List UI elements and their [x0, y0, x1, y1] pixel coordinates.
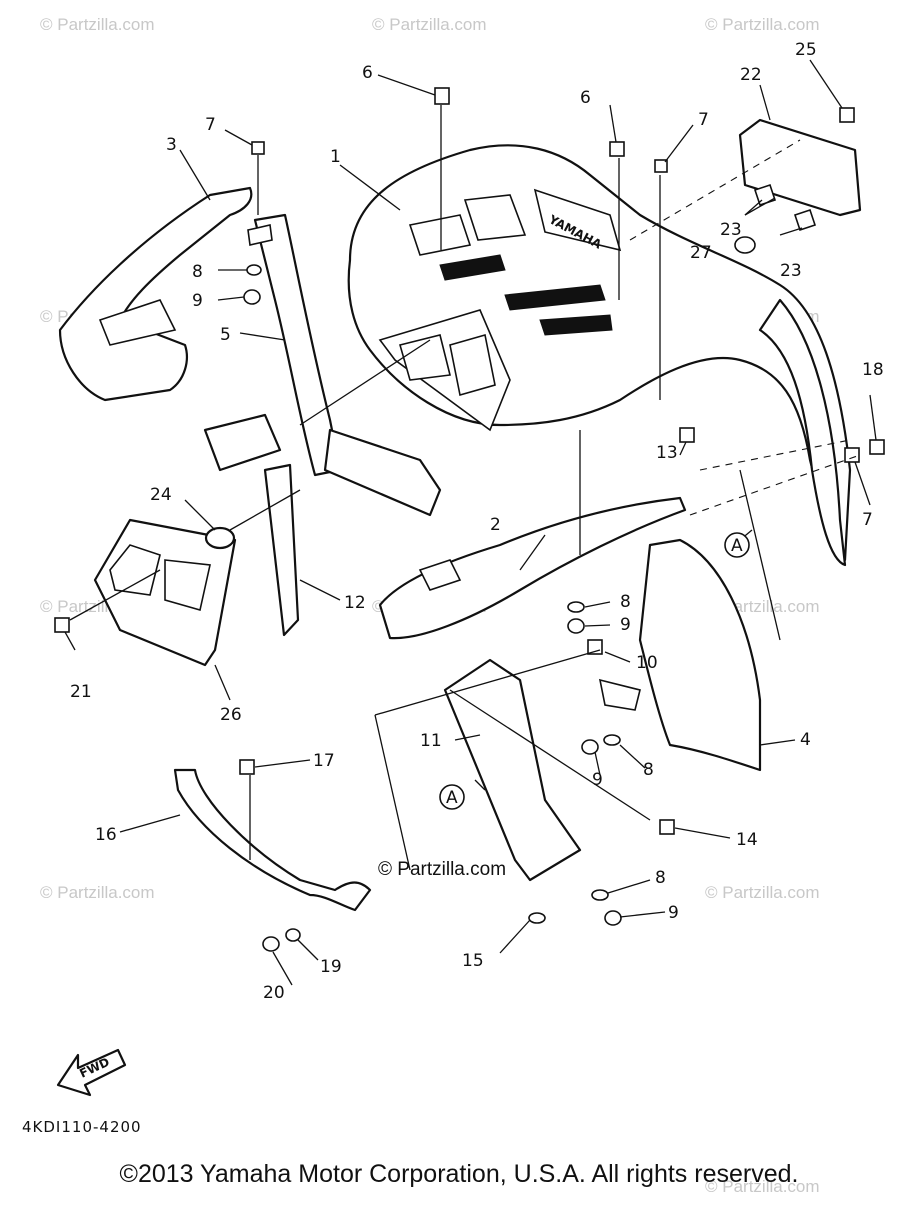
callout-labels: 1 2 3 4 5 6 6 7 7 7 8 8 8 8 9 9 9 9 10 1… — [70, 40, 884, 1003]
part-3-side-panel — [58, 186, 253, 402]
part-4-side-panel — [598, 538, 762, 772]
callout-label: 7 — [205, 115, 216, 135]
part-1-front-fender: YAMAHA — [347, 144, 852, 567]
watermark: © Partzilla.com — [705, 883, 820, 902]
callout-label: 10 — [636, 653, 658, 673]
callout-label: 24 — [150, 485, 172, 505]
part-2-lower-guard — [378, 496, 687, 640]
callout-label: 14 — [736, 830, 758, 850]
callout-label: 9 — [192, 291, 203, 311]
callout-label: 18 — [862, 360, 884, 380]
callout-label: 11 — [420, 731, 442, 751]
callout-label: 9 — [668, 903, 679, 923]
callout-label: 8 — [620, 592, 631, 612]
reference-letter: A — [446, 788, 458, 808]
reference-letter: A — [731, 536, 743, 556]
callout-label: 20 — [263, 983, 285, 1003]
callout-label: 5 — [220, 325, 231, 345]
watermark: © Partzilla.com — [40, 883, 155, 902]
callout-label: 12 — [344, 593, 366, 613]
forward-direction-arrow: FWD — [56, 1048, 127, 1097]
callout-label: 4 — [800, 730, 811, 750]
callout-label: 7 — [698, 110, 709, 130]
fasteners — [54, 87, 885, 952]
callout-label: 23 — [780, 261, 802, 281]
callout-label: 21 — [70, 682, 92, 702]
leader-lines — [64, 59, 877, 986]
callout-label: 22 — [740, 65, 762, 85]
callout-label: 2 — [490, 515, 501, 535]
callout-label: 19 — [320, 957, 342, 977]
part-12-strip — [263, 463, 300, 637]
reference-circle — [724, 532, 750, 558]
callout-label: 8 — [192, 262, 203, 282]
callout-label: 6 — [580, 88, 591, 108]
callout-label: 25 — [795, 40, 817, 60]
callout-label: 6 — [362, 63, 373, 83]
callout-label: 9 — [592, 770, 603, 790]
part-24-grommet — [204, 526, 236, 550]
watermark: © Partzilla.com — [705, 1177, 820, 1196]
callout-label: 17 — [313, 751, 335, 771]
watermark: © Partzilla.com — [705, 15, 820, 34]
callout-label: 9 — [620, 615, 631, 635]
watermark: © Partzilla.com — [40, 15, 155, 34]
callout-label: 3 — [166, 135, 177, 155]
callout-label: 26 — [220, 705, 242, 725]
part-11-bracket — [443, 658, 582, 882]
callout-label: 16 — [95, 825, 117, 845]
reference-circle — [439, 784, 465, 810]
callout-label: 27 — [690, 243, 712, 263]
callout-label: 7 — [862, 510, 873, 530]
callout-label: 23 — [720, 220, 742, 240]
reference-markers: A A — [439, 532, 750, 810]
callout-label: 13 — [656, 443, 678, 463]
copyright-notice: ©2013 Yamaha Motor Corporation, U.S.A. A… — [119, 1160, 799, 1188]
connection-lines — [69, 105, 861, 871]
document-code: 4KDI110-4200 — [22, 1118, 142, 1136]
callout-label: 15 — [462, 951, 484, 971]
part-16-stay — [173, 768, 372, 912]
part-26-headlight-housing — [93, 518, 237, 667]
center-watermark: © Partzilla.com — [378, 859, 506, 880]
small-parts — [734, 183, 817, 254]
callout-label: 8 — [643, 760, 654, 780]
lower-plate — [203, 413, 442, 517]
callout-label: 8 — [655, 868, 666, 888]
watermark: © Partzilla.com — [372, 15, 487, 34]
callout-label: 1 — [330, 147, 341, 167]
